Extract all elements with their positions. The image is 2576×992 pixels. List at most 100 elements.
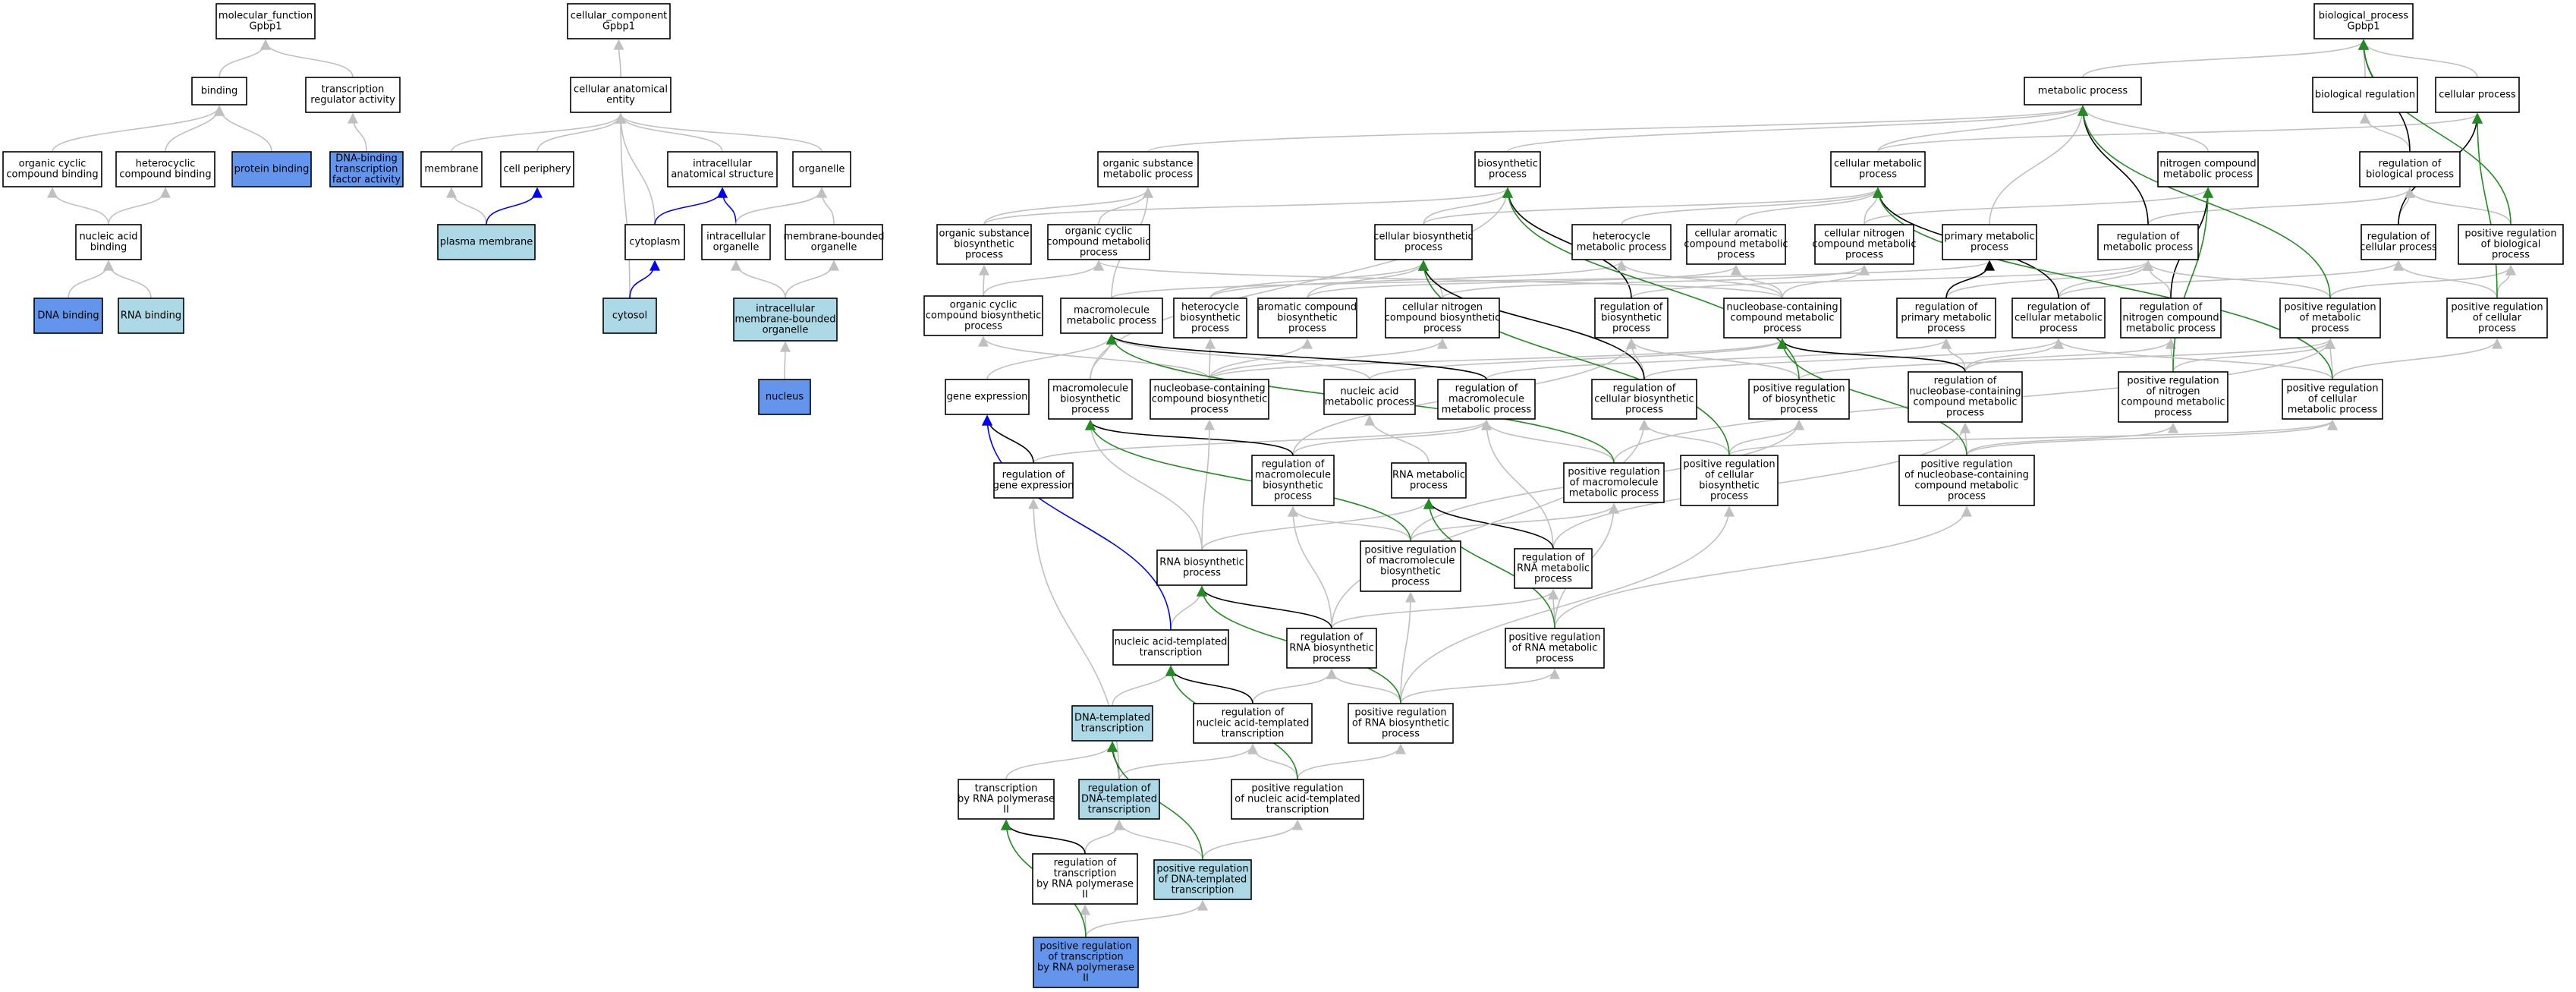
node-label-line: process	[1404, 242, 1442, 254]
node-label-line: biosynthetic	[1180, 313, 1241, 324]
node-label-line: compound binding	[6, 169, 98, 181]
node-box	[667, 151, 778, 187]
node-label-line: of nucleobase-containing	[1904, 470, 2029, 481]
node-label-line: nucleobase-containing	[1909, 386, 2021, 398]
node-label-line: regulation of	[1002, 470, 1065, 481]
node-label-line: regulator activity	[310, 95, 395, 106]
node-label-line: plasma membrane	[440, 237, 533, 248]
node-box	[1723, 298, 1842, 339]
node-box	[993, 462, 1074, 499]
edge-is-a-biosyn-to-metab	[1507, 105, 2088, 153]
node-label-line: process	[964, 321, 1002, 332]
edge-is-a-ncmp-to-metab	[2077, 105, 2209, 153]
node-box	[1505, 628, 1605, 669]
node-label-line: nitrogen compound	[2122, 313, 2219, 324]
node-box	[33, 298, 103, 334]
edge-regulates-rnatt-to-natt	[1165, 665, 1253, 704]
node-box	[785, 224, 883, 260]
node-label-line: compound metabolic	[1914, 480, 2018, 492]
node-label-line: positive regulation	[1508, 632, 1600, 644]
edge-occurs-in-pm-to-cellper	[486, 187, 543, 225]
go-term-node-binding: binding	[191, 77, 247, 105]
edge-is-a-membrane-to-cae	[451, 112, 626, 153]
node-box	[1193, 703, 1313, 744]
node-label-line: positive regulation	[1251, 783, 1343, 795]
edge-is-a-prrnabp-to-prcbp	[1400, 505, 1735, 704]
node-label-line: process	[965, 250, 1003, 261]
node-label-line: metabolic process	[2288, 405, 2378, 416]
node-label-line: gene expression	[993, 480, 1074, 492]
node-box	[1047, 224, 1150, 260]
node-label-line: organelle	[713, 242, 760, 254]
edge-is-a-osmp-to-metab	[1147, 105, 2088, 153]
edge-is-a-geneexp-to-mmp	[986, 333, 1117, 380]
node-label-line: process	[1971, 242, 2008, 254]
node-label-line: RNA biosynthetic	[1289, 643, 1374, 654]
node-box	[1942, 224, 2037, 260]
edge-is-a-mmp-to-pmp	[1111, 260, 1995, 299]
node-label-line: process	[1183, 568, 1221, 579]
node-label-line: metabolic process	[2163, 169, 2254, 181]
node-label-line: organelle	[799, 164, 845, 175]
edge-is-a-prdnatt-to-rdnatt	[1114, 819, 1203, 861]
go-term-node-cellper: cell periphery	[500, 151, 574, 187]
go-term-node-rncbcmp: regulation ofnucleobase-containingcompou…	[1908, 371, 2023, 423]
node-label-line: regulation of	[1934, 376, 1997, 387]
node-label-line: DNA-templated	[1074, 713, 1150, 724]
edge-is-a-prcbp-to-prbsp	[1728, 419, 1804, 456]
edge-is-a-rnatt-to-rrnabp	[1252, 668, 1337, 704]
edge-is-a-dnab-to-nab	[68, 260, 114, 299]
node-label-line: Gpbp1	[2347, 21, 2379, 33]
node-box	[1257, 298, 1357, 339]
node-label-line: cellular nitrogen	[1402, 302, 1483, 313]
node-box	[2361, 224, 2436, 260]
node-box	[1032, 853, 1138, 905]
node-box	[923, 295, 1043, 336]
node-box	[701, 224, 771, 260]
node-label-line: process	[2492, 250, 2530, 261]
edge-is-a-ncbcmp-to-hmp	[1616, 260, 1783, 299]
node-label-line: of RNA biosynthetic	[1352, 718, 1449, 729]
node-box	[2120, 298, 2222, 339]
node-label-line: of nitrogen	[2146, 386, 2200, 398]
edge-positively-regulates-prmbp-to-mbp	[1085, 419, 1411, 542]
node-label-line: compound metabolic	[1046, 237, 1150, 248]
node-box	[1514, 548, 1593, 589]
edge-is-a-dnatt-to-natt	[1112, 665, 1176, 707]
node-label-line: metabolic process	[1325, 397, 1415, 408]
edge-is-a-rncmp-to-rmp	[2143, 260, 2172, 299]
node-label-line: process	[1274, 491, 1312, 502]
edge-is-a-prcbp-to-rcbp	[1639, 419, 1730, 456]
edge-is-a-prncbcmp-to-prncmp	[1966, 422, 2178, 456]
node-label-line: regulation of	[2379, 159, 2442, 170]
edge-occurs-in-cytosol-to-cytoplasm	[629, 260, 660, 299]
edge-regulates-rpmp-to-pmp	[1945, 260, 1995, 299]
edge-is-a-rdnatt-to-rnatt	[1118, 743, 1258, 780]
edge-is-a-prnatt-to-rnatt	[1247, 743, 1298, 780]
edge-positively-regulates-prcp-to-cellproc	[2472, 112, 2498, 299]
node-box	[2359, 151, 2461, 187]
node-label-line: aromatic compound	[1258, 302, 1357, 313]
node-box	[2279, 298, 2381, 339]
go-term-node-dnab: DNA binding	[33, 298, 103, 334]
node-label-line: by RNA polymerase	[958, 794, 1055, 805]
node-label-line: cellular anatomical	[574, 84, 668, 96]
node-label-line: regulation of	[2117, 231, 2180, 243]
edge-is-a-natt-to-rnabp	[1170, 585, 1207, 631]
node-box	[1896, 298, 1996, 339]
node-label-line: nucleus	[766, 392, 804, 403]
edge-is-a-rnamp-to-nametab	[1364, 414, 1430, 464]
node-label-line: organic cyclic	[1065, 226, 1133, 238]
